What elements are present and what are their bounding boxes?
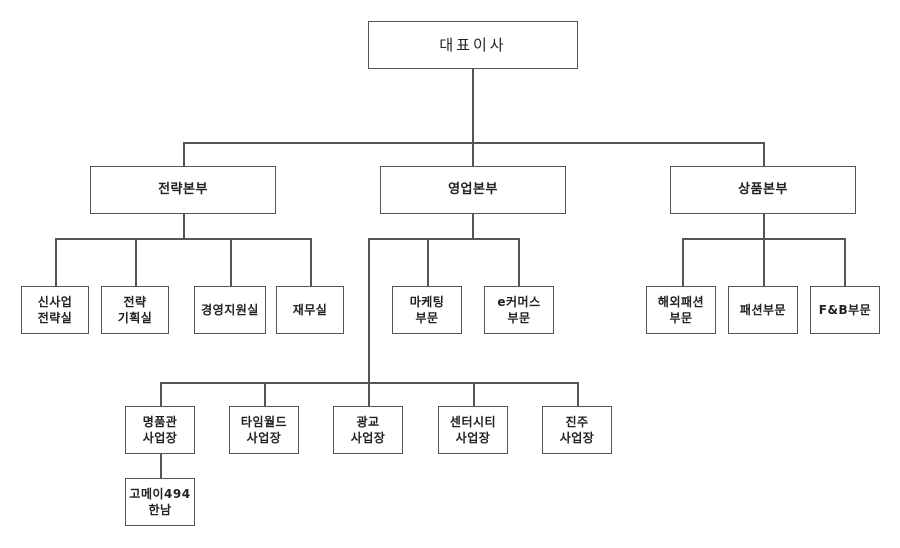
connector [135,238,137,286]
connector-strategy-down [183,214,185,238]
connector [230,238,232,286]
node-gourmet494-hannam: 고메이494 한남 [125,478,195,526]
node-finance: 재무실 [276,286,344,334]
connector-sites-trunk [368,238,370,382]
node-management-support: 경영지원실 [194,286,266,334]
node-timeworld-site: 타임월드 사업장 [229,406,299,454]
node-gwanggyo-site: 광교 사업장 [333,406,403,454]
connector [844,238,846,286]
node-ecommerce: e커머스 부문 [484,286,554,334]
node-new-business-strategy: 신사업 전략실 [21,286,89,334]
connector [427,238,429,286]
connector-sales-up [472,142,474,166]
node-marketing: 마케팅 부문 [392,286,462,334]
node-product-division: 상품본부 [670,166,856,214]
connector [473,382,475,406]
connector-sales-down [472,214,474,238]
node-jinju-site: 진주 사업장 [542,406,612,454]
connector [682,238,684,286]
connector [368,382,370,406]
connector [264,382,266,406]
node-sales-division: 영업본부 [380,166,566,214]
node-centercity-site: 센터시티 사업장 [438,406,508,454]
connector [55,238,57,286]
node-overseas-fashion: 해외패션 부문 [646,286,716,334]
connector [160,382,162,406]
connector [518,238,520,286]
connector-strategy-bar [55,238,311,240]
connector-divisions-bar [183,142,764,144]
connector [310,238,312,286]
connector-product-up [763,142,765,166]
node-strategy-planning: 전략 기획실 [101,286,169,334]
connector-sales-bar [368,238,519,240]
connector-ceo-down [472,69,474,142]
node-luxury-hall-site: 명품관 사업장 [125,406,195,454]
node-fnb: F&B부문 [810,286,880,334]
node-fashion: 패션부문 [728,286,798,334]
node-strategy-division: 전략본부 [90,166,276,214]
connector [577,382,579,406]
connector-gourmet [160,454,162,478]
node-ceo: 대표이사 [368,21,578,69]
connector-product-down [763,214,765,238]
connector [763,238,765,286]
connector-strategy-up [183,142,185,166]
